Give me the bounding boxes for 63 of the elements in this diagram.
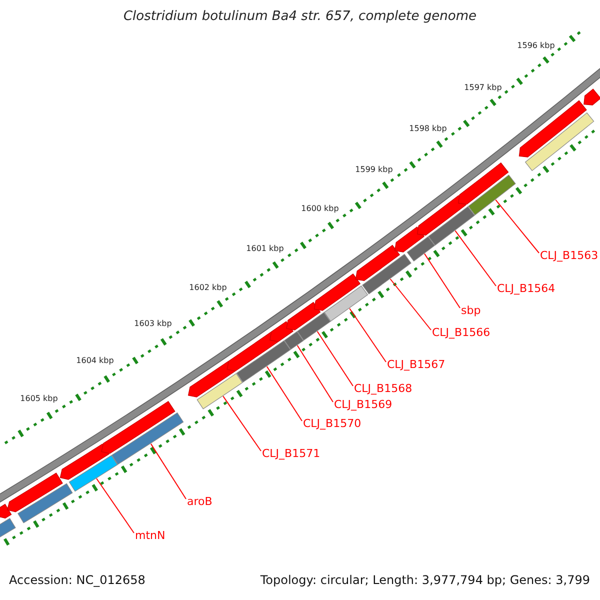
gene-label: CLJ_B1566: [432, 326, 490, 339]
scale-label: 1600 kbp: [300, 203, 340, 215]
scale-label: 1604 kbp: [75, 355, 115, 367]
gene-feature-bar: [236, 340, 291, 382]
leader-line: [266, 366, 302, 422]
scale-label: 1602 kbp: [188, 282, 228, 294]
scale-label: 1601 kbp: [245, 243, 285, 255]
gene-block: [226, 332, 278, 372]
title: Clostridium botulinum Ba4 str. 657, complete genome: [122, 10, 478, 23]
leader-line: [349, 308, 386, 362]
gene-label: aroB: [187, 495, 212, 508]
leader-line: [150, 443, 186, 500]
leader-line: [390, 278, 432, 330]
info-text: Topology: circular; Length: 3,977,794 bp; Genes: 3,799: [260, 574, 590, 587]
gene-feature-bar: [324, 286, 368, 322]
gene-feature-bar: [468, 174, 516, 216]
gene-block: [188, 361, 236, 398]
gene-block: [60, 444, 110, 480]
gene-feature-bar: [362, 254, 412, 294]
gene-label: mtnN: [135, 529, 166, 542]
gene-block: [286, 302, 321, 330]
leader-line: [495, 199, 540, 254]
scale-label: 1598 kbp: [408, 123, 448, 135]
gene-feature-bar: [428, 206, 475, 246]
gene-feature-bar: [297, 312, 331, 341]
gene-block: [417, 195, 466, 236]
gene-feature-bar: [284, 331, 304, 350]
info-text: Accession: NC_012658: [9, 574, 146, 587]
scale-label: 1605 kbp: [19, 393, 59, 405]
gene-label: CLJ_B1569: [334, 398, 392, 411]
gene-feature-bar: [18, 483, 73, 524]
leader-line: [316, 330, 354, 386]
gene-label: CLJ_B1568: [354, 382, 412, 395]
gene-block: [0, 504, 12, 518]
gene-label: CLJ_B1567: [387, 358, 446, 371]
gene-block: [355, 244, 400, 281]
gene-label: sbp: [461, 304, 481, 317]
leader-line: [96, 478, 134, 534]
gene-block: [518, 100, 587, 158]
gene-block: [584, 88, 600, 106]
scale-label: 1597 kbp: [463, 82, 503, 94]
gene-feature-bar: [525, 112, 594, 171]
leader-line: [222, 396, 262, 452]
scale-label: 1599 kbp: [354, 164, 394, 176]
gene-label: CLJ_B1570: [303, 417, 362, 430]
gene-label: CLJ_B1571: [262, 447, 320, 460]
gene-feature-bar: [68, 455, 118, 492]
gene-block: [101, 401, 176, 454]
leader-line: [296, 344, 334, 402]
gene-feature-bar: [406, 236, 435, 262]
gene-block: [270, 321, 294, 342]
gene-block: [458, 162, 509, 205]
gene-label: CLJ_B1563: [540, 249, 598, 262]
gene-feature-bar: [112, 412, 184, 465]
gene-label: CLJ_B1564: [497, 282, 556, 295]
gene-block: [394, 226, 424, 252]
gene-feature-bar: [196, 373, 243, 410]
gene-block: [314, 274, 360, 311]
leader-line: [424, 253, 460, 308]
leader-line: [454, 230, 496, 286]
scale-label: 1603 kbp: [133, 318, 173, 330]
gene-block: [7, 472, 63, 512]
scale-label: 1596 kbp: [516, 40, 556, 52]
